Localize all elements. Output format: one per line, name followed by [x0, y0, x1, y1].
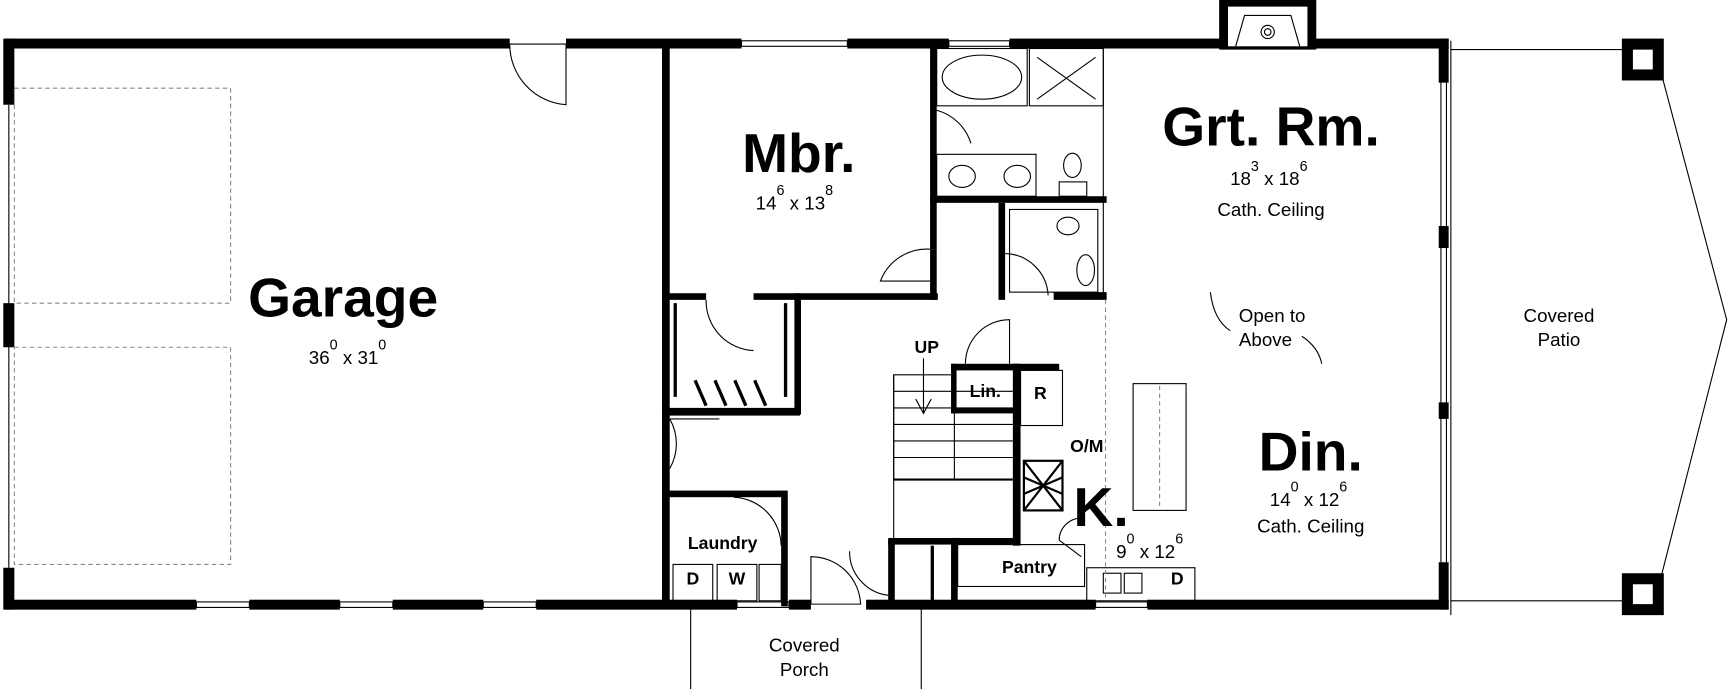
covered-patio: [1450, 38, 1728, 616]
fireplace: [1219, 0, 1317, 50]
pantry-label: Pantry: [1002, 557, 1057, 577]
room-name-dining: Din.: [1259, 421, 1363, 483]
covered-patio-label: Covered: [1524, 305, 1595, 326]
garage-doors: [13, 43, 567, 565]
stairs-up-label: UP: [915, 337, 940, 357]
covered-porch-label: Covered: [769, 635, 840, 656]
open-to-above-label: Open to: [1239, 305, 1306, 326]
refrigerator-label: R: [1034, 383, 1047, 403]
laundry-label: Laundry: [688, 533, 758, 553]
room-name-kitchen: K.: [1074, 476, 1129, 538]
covered-porch: [690, 609, 922, 689]
linen-closet-label: Lin.: [970, 381, 1001, 401]
ceiling-note-great-room: Cath. Ceiling: [1217, 199, 1324, 220]
ceiling-note-dining: Cath. Ceiling: [1257, 515, 1364, 536]
room-name-mbr: Mbr.: [742, 122, 855, 184]
dishwasher-label: D: [1171, 568, 1184, 588]
covered-porch-label-2: Porch: [780, 659, 829, 680]
oven-microwave-label: O/M: [1070, 436, 1103, 456]
washer-label: W: [729, 568, 746, 588]
covered-patio-label-2: Patio: [1538, 329, 1581, 350]
room-dimensions-garage: 360 x 310: [309, 337, 387, 367]
room-dimensions-dining: 140 x 126: [1270, 480, 1348, 510]
room-name-great-room: Grt. Rm.: [1162, 96, 1380, 158]
interior-walls: [661, 44, 1323, 607]
room-dimensions-kitchen: 90 x 126: [1116, 531, 1183, 561]
range-cooktop: [1022, 459, 1064, 512]
stairs: [893, 358, 1013, 541]
room-dimensions-mbr: 146 x 138: [756, 183, 834, 213]
dryer-label: D: [687, 568, 700, 588]
room-name-garage: Garage: [248, 266, 438, 328]
room-dimensions-great-room: 183 x 186: [1230, 159, 1308, 189]
open-to-above-label-2: Above: [1239, 329, 1292, 350]
